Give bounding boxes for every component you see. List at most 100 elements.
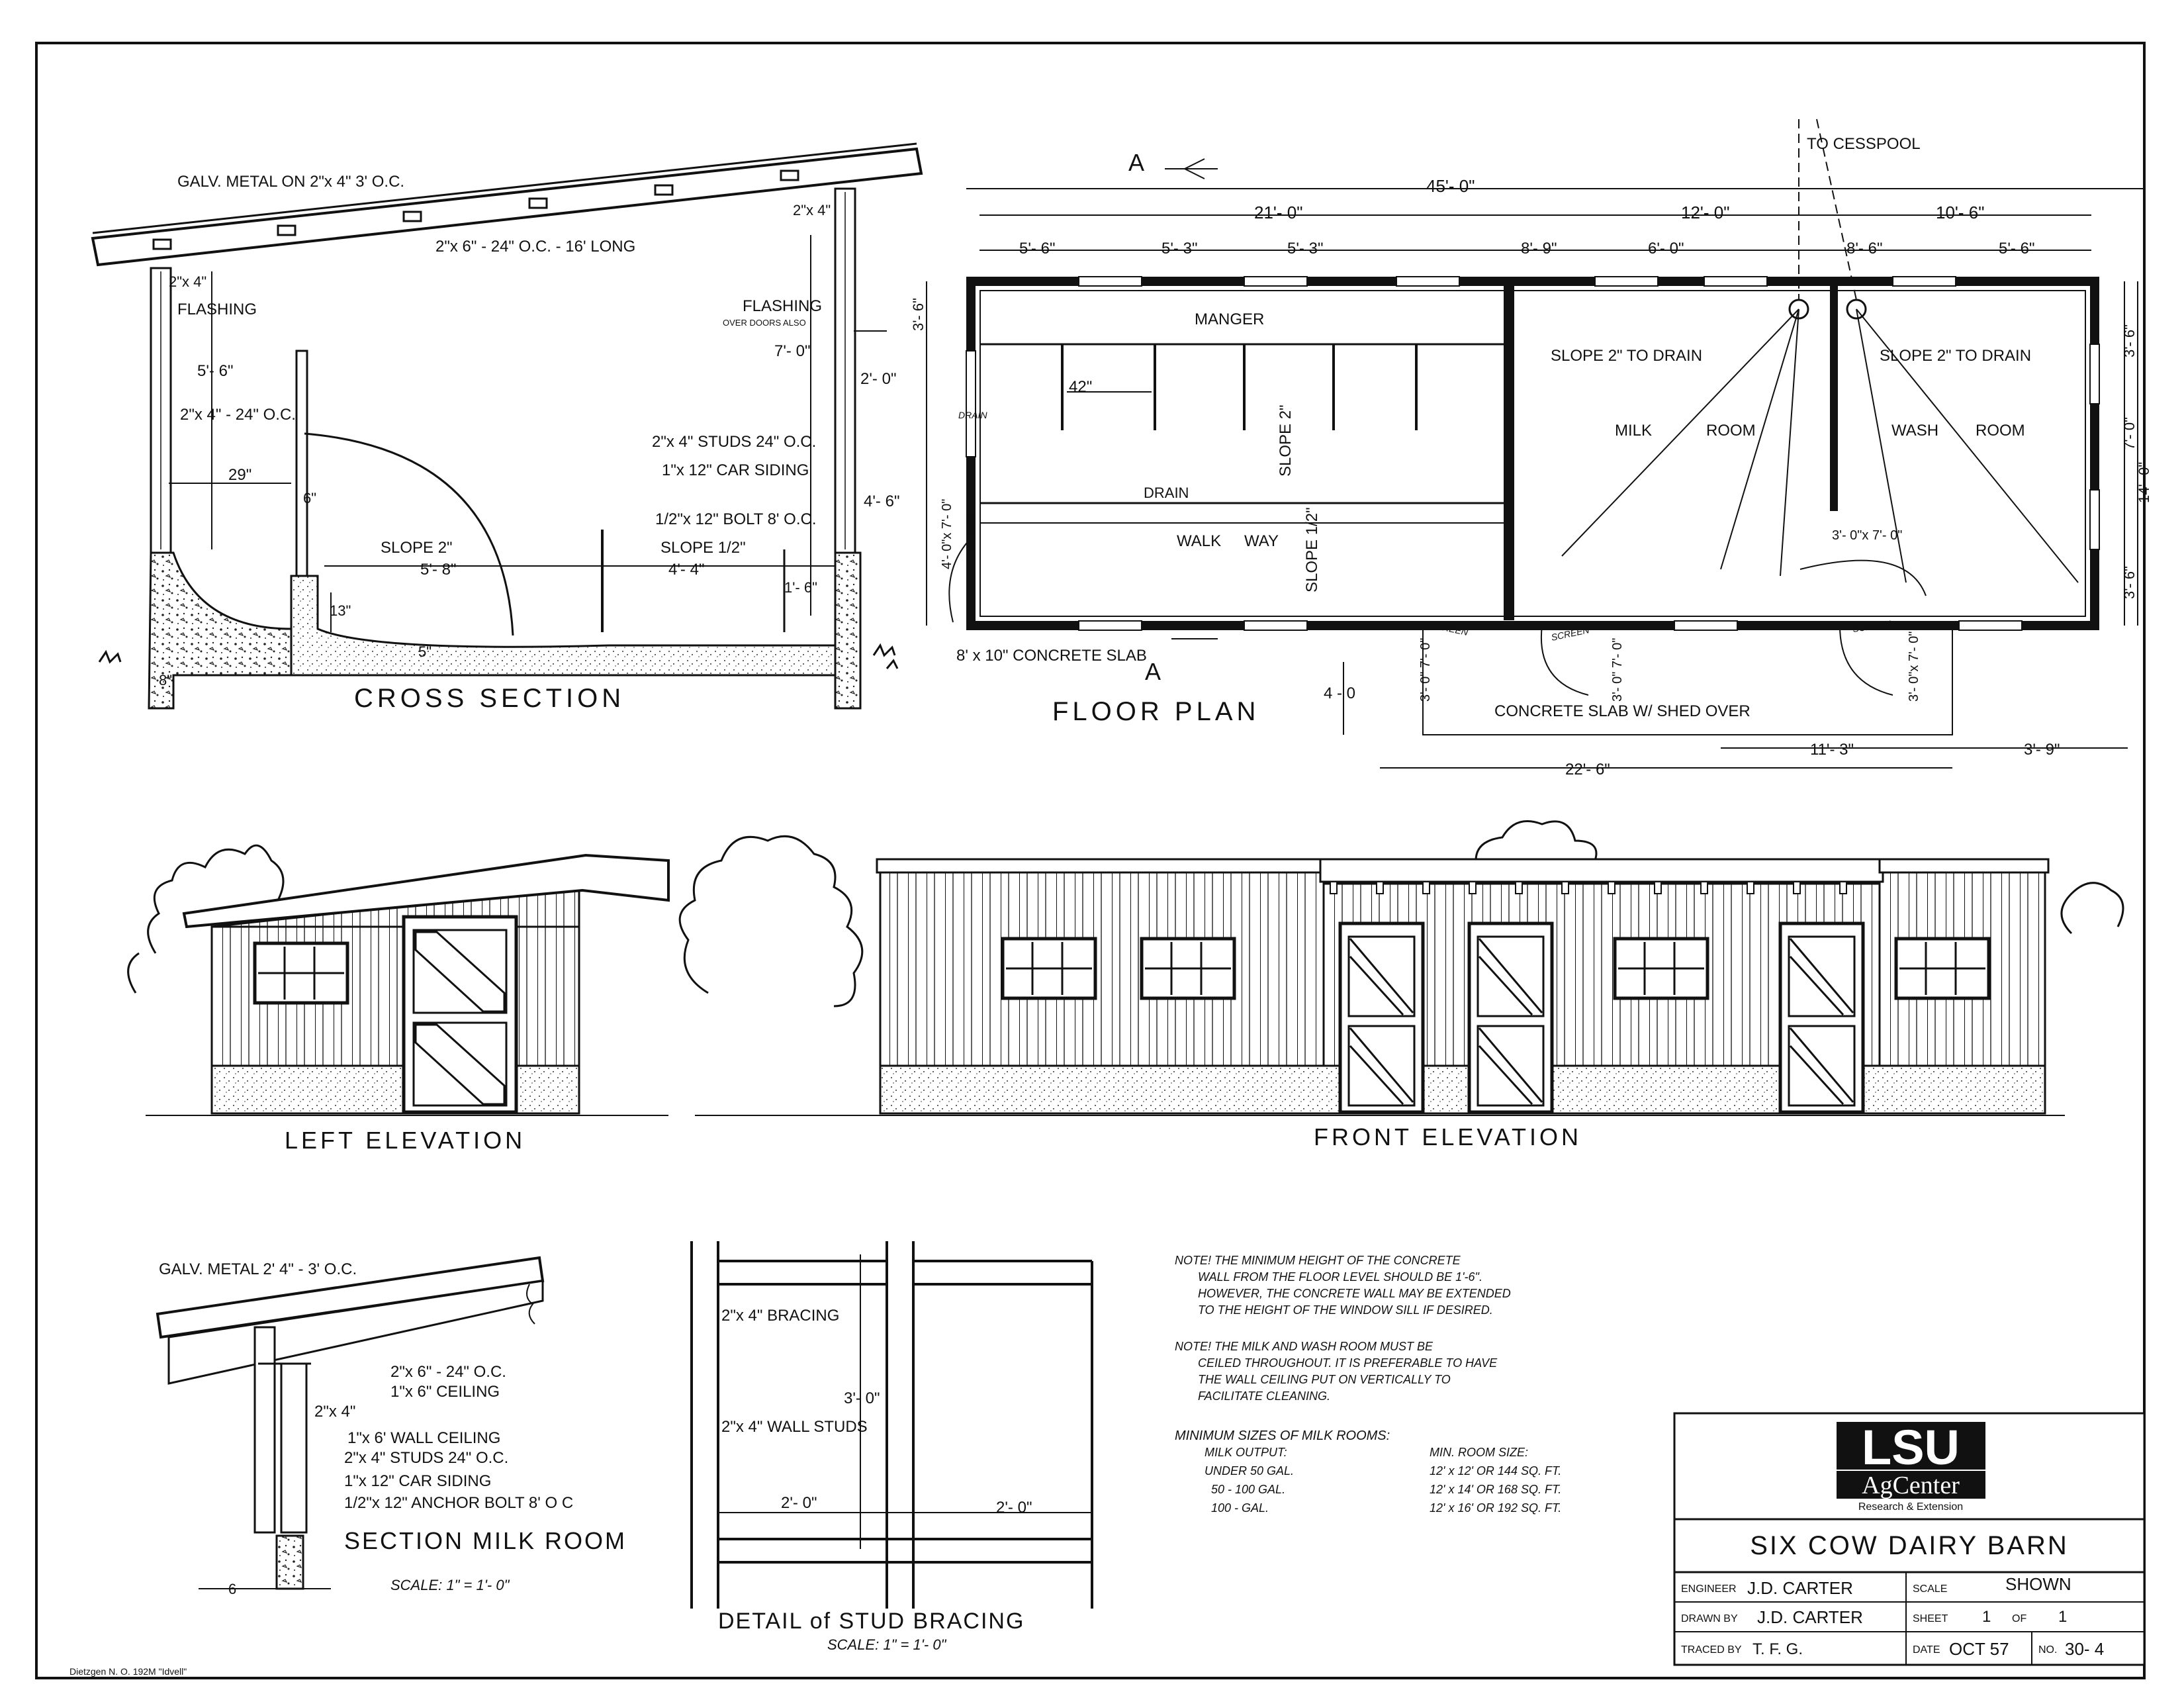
note2-line4: FACILITATE CLEANING. <box>1198 1389 1330 1403</box>
slope-2-fp: SLOPE 2" <box>1277 404 1295 477</box>
screen-left: SCREEN <box>966 513 976 549</box>
note1-line3: HOWEVER, THE CONCRETE WALL MAY BE EXTEND… <box>1198 1287 1511 1300</box>
left-elevation-roof <box>182 853 670 929</box>
milk-bolt: 1/2"x 12" ANCHOR BOLT 8' O C <box>344 1494 573 1512</box>
stud-dim-3-0: 3'- 0" <box>844 1389 880 1407</box>
section-milk-room: GALV. METAL 2' 4" - 3' O.C. 2"x 6" - 24"… <box>156 1256 625 1597</box>
room2-label: ROOM <box>1976 422 2025 440</box>
drain-label: DRAIN <box>1144 485 1189 501</box>
dim-4-6: 4'- 6" <box>864 492 899 510</box>
drawing-title: SIX COW DAIRY BARN <box>1750 1531 2069 1560</box>
milk-siding: 1"x 12" CAR SIDING <box>344 1472 491 1490</box>
milk-studs: 2"x 4" STUDS 24" O.C. <box>344 1449 508 1467</box>
logo-top: LSU <box>1862 1420 1960 1475</box>
car-siding: 1"x 12" CAR SIDING <box>662 461 809 479</box>
slab-shed: CONCRETE SLAB W/ SHED OVER <box>1494 702 1751 720</box>
logo-sub: Research & Extension <box>1858 1501 1963 1513</box>
cross-section-dim-lines <box>169 235 887 632</box>
milk-rafter: 2"x 6" - 24" O.C. <box>390 1363 506 1381</box>
front-elevation-title: FRONT ELEVATION <box>1314 1123 1582 1150</box>
no-label: NO. <box>2038 1644 2057 1656</box>
studs-left: 2"x 4" - 24" O.C. <box>180 406 296 424</box>
col-output: MILK OUTPUT: <box>1205 1446 1287 1459</box>
drain-left-label: DRAIN <box>958 410 987 420</box>
printer-mark: Dietzgen N. O. 192M "Idvell" <box>69 1666 187 1677</box>
left-elevation-title: LEFT ELEVATION <box>285 1127 525 1154</box>
bolt: 1/2"x 12" BOLT 8' O.C. <box>655 510 817 528</box>
dim-2-0: 2'- 0" <box>860 370 896 388</box>
dim-29: 29" <box>228 466 251 484</box>
row3-output: 100 - GAL. <box>1211 1501 1269 1515</box>
row2-output: 50 - 100 GAL. <box>1211 1483 1285 1496</box>
cross-section-roof-sheet <box>92 142 917 234</box>
notes: NOTE! THE MINIMUM HEIGHT OF THE CONCRETE… <box>1175 1254 1561 1515</box>
tree-right-edge <box>2060 882 2124 935</box>
milk-wall-ceiling: 1"x 6' WALL CEILING <box>347 1429 500 1447</box>
dim-5-3a: 5'- 3" <box>1161 240 1197 258</box>
milk-ceiling: 1"x 6" CEILING <box>390 1383 500 1401</box>
sheet-border <box>35 42 2146 1679</box>
slope-half-fp: SLOPE 1/2" <box>1303 507 1321 592</box>
dim-3-6-right-top: 3'- 6" <box>2121 324 2138 357</box>
door-3: 3'- 0"x 7'- 0" <box>1907 632 1921 702</box>
front-doors <box>1338 921 1865 1114</box>
flashing-right: FLASHING <box>743 297 822 315</box>
stanchion-arc <box>304 432 514 636</box>
drawn-label: DRAWN BY <box>1681 1613 1738 1624</box>
front-door-2 <box>1467 921 1554 1114</box>
stud-bracing-label: 2"x 4" BRACING <box>721 1307 839 1325</box>
dim-10-6: 10'- 6" <box>1936 203 1984 222</box>
front-elevation-left-wing <box>879 869 1325 1067</box>
dim-5-6a: 5'- 6" <box>1019 240 1055 258</box>
front-door-3 <box>1778 921 1865 1114</box>
row1-size: 12' x 12' OR 144 SQ. FT. <box>1430 1464 1561 1477</box>
dim-5: 5" <box>418 643 432 660</box>
dim-8-6: 8'- 6" <box>1846 240 1882 258</box>
milk-label: MILK <box>1615 422 1652 440</box>
dim-6-0: 6'- 0" <box>1648 240 1684 258</box>
min-sizes-title: MINIMUM SIZES OF MILK ROOMS: <box>1175 1429 1390 1443</box>
flashing-right-note: OVER DOORS ALSO <box>723 318 806 328</box>
floor-slab <box>290 575 837 677</box>
of-label: OF <box>2012 1613 2026 1624</box>
slope-half: SLOPE 1/2" <box>660 539 746 557</box>
floor-plan: A A TO CESSPOOL 45'- 0" 21'- 0" 12'- 0" … <box>910 118 2152 778</box>
col-size: MIN. ROOM SIZE: <box>1430 1446 1528 1459</box>
slab-front: 8' x 10" CONCRETE SLAB <box>956 647 1147 665</box>
dim-1-6: 1'- 6" <box>784 579 817 596</box>
door-1: 3'- 0" 7'- 0" <box>1418 638 1433 702</box>
dim-6: 6" <box>303 490 316 506</box>
of-value: 1 <box>2058 1608 2067 1626</box>
top-2x4-right: 2"x 4" <box>793 202 831 218</box>
sheet-value: 1 <box>1982 1608 1991 1626</box>
dim-overall: 45'- 0" <box>1426 176 1475 196</box>
slope-2: SLOPE 2" <box>381 539 453 557</box>
roof-purlins <box>152 169 799 250</box>
date-value: OCT 57 <box>1949 1639 2009 1659</box>
floor-plan-title: FLOOR PLAN <box>1052 697 1259 726</box>
date-label: DATE <box>1913 1644 1940 1656</box>
milk-dim-6: 6 <box>228 1581 236 1597</box>
front-door-1 <box>1338 921 1425 1114</box>
stud-detail-title: DETAIL of STUD BRACING <box>718 1609 1024 1634</box>
manger-post <box>295 350 308 584</box>
dim-5-8: 5'- 8" <box>420 561 456 579</box>
floor-plan-outer-wall <box>966 277 2099 630</box>
tree-right-top <box>1475 820 1598 861</box>
note1-line4: TO THE HEIGHT OF THE WINDOW SILL IF DESI… <box>1198 1303 1493 1317</box>
dim-42: 42" <box>1069 378 1092 396</box>
dim-3-6-left: 3'- 6" <box>910 298 927 331</box>
dim-7-0-right: 7'- 0" <box>2121 417 2138 450</box>
dim-11-3: 11'- 3" <box>1810 741 1854 759</box>
stud-detail-scale: SCALE: 1" = 1'- 0" <box>827 1636 947 1653</box>
dim-5-3b: 5'- 3" <box>1287 240 1323 258</box>
front-elevation-foundation <box>879 1064 2046 1115</box>
floor-plan-windows <box>966 276 2100 631</box>
partition-wash-room <box>1830 286 1838 511</box>
partition-milk-room <box>1504 286 1514 620</box>
tree-middle <box>678 835 864 1008</box>
dim-22-6: 22'- 6" <box>1565 761 1610 778</box>
stall-dividers <box>1061 344 1418 430</box>
row1-output: UNDER 50 GAL. <box>1205 1464 1294 1477</box>
screen-3: SCREEN <box>1852 618 1892 634</box>
